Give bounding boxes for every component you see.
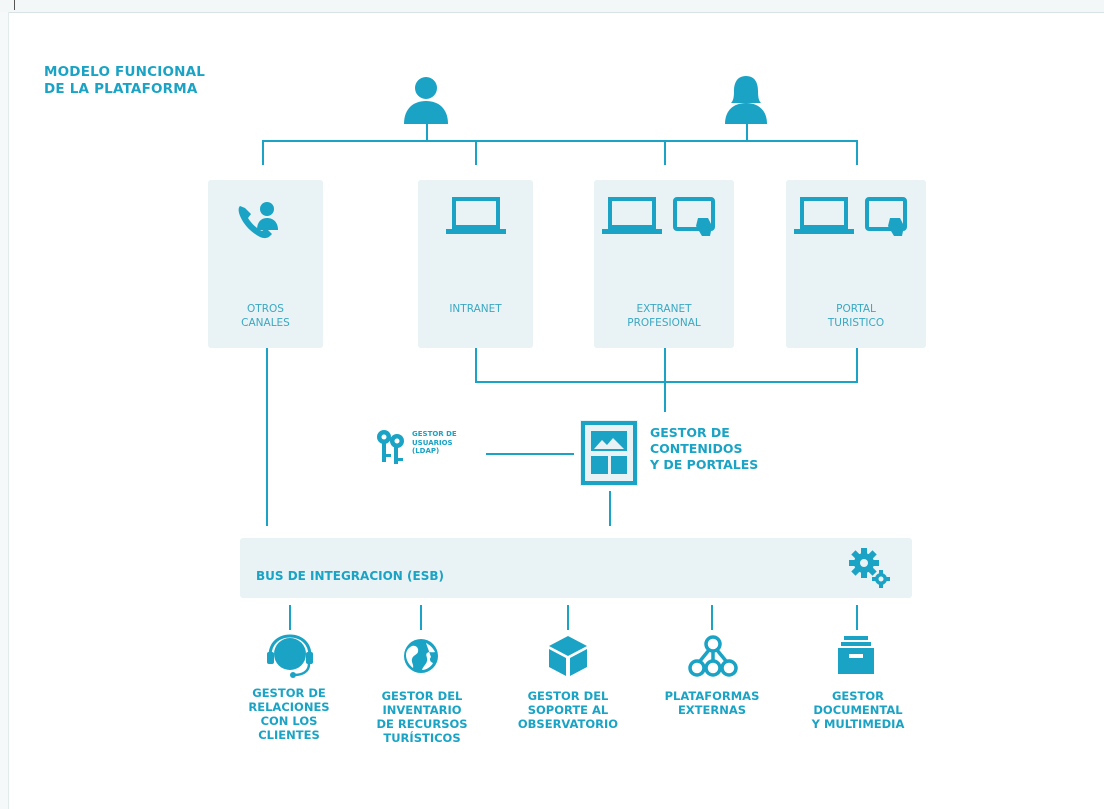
channel-card-otros-canales: OTROS CANALES — [208, 180, 323, 348]
service-label: GESTOR DE RELACIONES CON LOS CLIENTES — [224, 686, 354, 742]
diagram-title-line: MODELO FUNCIONAL — [44, 64, 206, 80]
content-manager-label-line: GESTOR DE — [650, 425, 730, 440]
network-icon — [688, 634, 738, 678]
service-label: GESTOR DOCUMENTAL Y MULTIMEDIA — [793, 689, 923, 731]
service-label-line: GESTOR DEL — [381, 689, 463, 703]
diagram-title: MODELO FUNCIONAL DE LA PLATAFORMA — [44, 64, 205, 98]
service-label: GESTOR DEL INVENTARIO DE RECURSOS TURÍST… — [357, 689, 487, 745]
phone-user-icon — [235, 200, 279, 242]
channel-label: INTRANET — [418, 302, 533, 316]
channel-label-line: PROFESIONAL — [627, 317, 701, 329]
content-manager-label-line: Y DE PORTALES — [650, 457, 759, 472]
connector-line — [289, 605, 291, 630]
service-label-line: GESTOR DEL — [527, 689, 609, 703]
service-label-line: PLATAFORMAS — [664, 689, 760, 703]
male-user-icon — [402, 74, 450, 124]
content-manager-label: GESTOR DE CONTENIDOS Y DE PORTALES — [650, 425, 758, 473]
connector-line — [664, 348, 666, 382]
female-user-icon — [723, 74, 769, 124]
service-label-line: GESTOR — [831, 689, 885, 703]
gears-icon — [848, 546, 894, 590]
connector-line — [475, 140, 477, 165]
channel-label-line: INTRANET — [449, 303, 502, 315]
service-label-line: TURÍSTICOS — [383, 731, 461, 745]
service-label-line: INVENTARIO — [382, 703, 462, 717]
connector-line — [664, 382, 666, 412]
archive-box-icon — [836, 634, 876, 676]
channel-label: EXTRANET PROFESIONAL — [594, 302, 734, 330]
connector-line — [475, 381, 858, 383]
channel-label-line: PORTAL — [836, 303, 876, 315]
service-label-line: OBSERVATORIO — [517, 717, 619, 731]
laptop-icon — [793, 196, 855, 236]
globe-icon — [402, 637, 440, 675]
user-manager-label: GESTOR DE USUARIOS (LDAP) — [412, 430, 457, 456]
service-label-line: CLIENTES — [258, 728, 320, 742]
connector-line — [856, 140, 858, 165]
keys-icon — [374, 428, 408, 468]
connector-line — [426, 124, 428, 141]
connector-line — [486, 453, 574, 455]
connector-line — [262, 140, 264, 165]
service-label-line: Y MULTIMEDIA — [811, 717, 905, 731]
channel-label-line: OTROS — [247, 303, 284, 315]
channel-label: OTROS CANALES — [208, 302, 323, 330]
service-label: PLATAFORMAS EXTERNAS — [647, 689, 777, 717]
laptop-icon — [445, 196, 507, 236]
channel-card-portal: PORTAL TURISTICO — [786, 180, 926, 348]
channel-card-extranet: EXTRANET PROFESIONAL — [594, 180, 734, 348]
service-label-line: EXTERNAS — [677, 703, 747, 717]
service-label-line: DE RECURSOS — [376, 717, 468, 731]
connector-line — [262, 140, 858, 142]
tablet-touch-icon — [672, 196, 718, 238]
service-label: GESTOR DEL SOPORTE AL OBSERVATORIO — [503, 689, 633, 731]
service-label-line: DOCUMENTAL — [813, 703, 903, 717]
cube-icon — [547, 634, 589, 678]
connector-line — [475, 348, 477, 382]
service-label-line: GESTOR DE — [252, 686, 326, 700]
integration-bus: BUS DE INTEGRACION (ESB) — [240, 538, 912, 598]
connector-line — [856, 605, 858, 630]
connector-line — [856, 348, 858, 382]
bus-label: BUS DE INTEGRACION (ESB) — [256, 569, 444, 583]
user-manager-label-line: USUARIOS — [412, 438, 453, 447]
channel-label-line: TURISTICO — [827, 317, 885, 329]
connector-line — [420, 605, 422, 630]
laptop-icon — [601, 196, 663, 236]
layout-icon — [578, 418, 640, 488]
content-manager-label-line: CONTENIDOS — [650, 441, 743, 456]
window-top-edge — [0, 0, 1104, 13]
channel-label-line: CANALES — [241, 317, 290, 329]
channel-card-intranet: INTRANET — [418, 180, 533, 348]
service-label-line: CON LOS — [260, 714, 318, 728]
window-left-edge — [0, 12, 9, 809]
tablet-touch-icon — [864, 196, 910, 238]
service-label-line: RELACIONES — [248, 700, 330, 714]
connector-line — [266, 348, 268, 526]
diagram-title-line: DE LA PLATAFORMA — [44, 81, 198, 97]
connector-line — [711, 605, 713, 630]
connector-line — [609, 491, 611, 526]
connector-line — [664, 140, 666, 165]
user-manager-label-line: GESTOR DE — [412, 430, 457, 438]
text-cursor — [14, 0, 15, 10]
service-label-line: SOPORTE AL — [527, 703, 609, 717]
channel-label-line: EXTRANET — [636, 303, 692, 315]
connector-line — [746, 124, 748, 141]
headset-icon — [266, 634, 314, 678]
user-manager-label-line: (LDAP) — [412, 447, 440, 455]
channel-label: PORTAL TURISTICO — [786, 302, 926, 330]
connector-line — [567, 605, 569, 630]
